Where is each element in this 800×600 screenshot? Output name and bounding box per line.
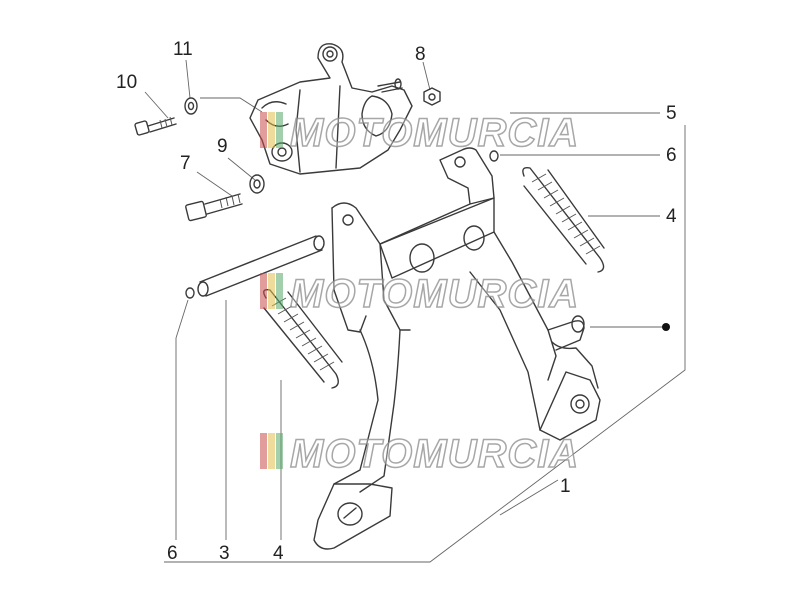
watermark-3: MOTOMURCIA bbox=[260, 431, 579, 477]
watermark-stripe-green bbox=[276, 273, 283, 309]
watermark-stripe-red bbox=[260, 433, 267, 469]
reference-dot bbox=[662, 323, 670, 331]
leader-frame bbox=[164, 125, 686, 563]
callout-3: 3 bbox=[219, 543, 230, 564]
leader-7 bbox=[196, 171, 233, 197]
watermark-text: MOTOMURCIA bbox=[290, 272, 579, 316]
washer-11 bbox=[184, 97, 198, 115]
callout-6-bottom: 6 bbox=[167, 543, 178, 564]
watermark-stripe-green bbox=[276, 433, 283, 469]
leader-6b-2 bbox=[175, 299, 189, 339]
callout-1: 1 bbox=[560, 476, 571, 497]
callout-11: 11 bbox=[173, 39, 193, 60]
leader-10 bbox=[144, 91, 169, 119]
washer-9 bbox=[249, 174, 265, 194]
watermark-stripe-yellow bbox=[268, 112, 275, 148]
bolt-7 bbox=[185, 193, 243, 222]
watermark-stripe-green bbox=[276, 112, 283, 148]
watermark-text: MOTOMURCIA bbox=[290, 432, 579, 476]
leader-8 bbox=[422, 61, 431, 91]
watermark-stripe-red bbox=[260, 112, 267, 148]
nut-8 bbox=[423, 87, 441, 106]
centre-stand-1 bbox=[313, 147, 601, 550]
watermark-stripe-yellow bbox=[268, 433, 275, 469]
leader-11b bbox=[200, 97, 263, 113]
callout-4-right: 4 bbox=[666, 206, 677, 227]
callout-7: 7 bbox=[180, 153, 191, 174]
callout-labels: 10 11 8 5 9 7 6 4 1 6 3 4 bbox=[116, 39, 677, 564]
leader-1 bbox=[499, 479, 559, 516]
callout-6-right: 6 bbox=[666, 145, 677, 166]
bolt-10 bbox=[134, 116, 177, 136]
spring-4-right bbox=[522, 166, 605, 273]
watermark-1: MOTOMURCIA bbox=[260, 110, 579, 156]
callout-9: 9 bbox=[217, 136, 228, 157]
leader-11 bbox=[185, 59, 191, 99]
leader-9 bbox=[227, 157, 256, 181]
watermark-stripe-red bbox=[260, 273, 267, 309]
callout-5: 5 bbox=[666, 103, 677, 124]
callout-10: 10 bbox=[116, 72, 137, 93]
watermark-text: MOTOMURCIA bbox=[290, 111, 579, 155]
watermark-stripe-yellow bbox=[268, 273, 275, 309]
callout-4-bottom: 4 bbox=[273, 543, 284, 564]
clip-6-right bbox=[489, 150, 499, 162]
leader-lines bbox=[144, 59, 686, 563]
callout-8: 8 bbox=[415, 44, 426, 65]
watermark-2: MOTOMURCIA bbox=[260, 271, 579, 317]
clip-6-left bbox=[185, 287, 195, 299]
